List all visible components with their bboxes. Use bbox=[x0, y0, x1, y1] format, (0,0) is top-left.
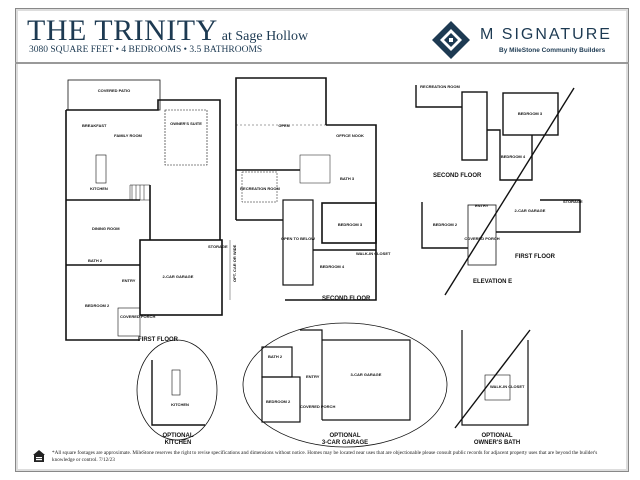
room-label: BEDROOM 2 bbox=[433, 222, 458, 227]
room-label: OWNER'S SUITE bbox=[170, 121, 202, 126]
optional-kitchen-caption: KITCHEN bbox=[165, 440, 192, 446]
room-label: COVERED PATIO bbox=[98, 88, 131, 93]
room-label: KITCHEN bbox=[90, 186, 108, 191]
room-label: OPEN bbox=[278, 123, 289, 128]
room-label: BATH 3 bbox=[340, 176, 355, 181]
optional-garage-plan bbox=[242, 322, 448, 448]
second-floor-caption: SECOND FLOOR bbox=[322, 296, 371, 302]
plan-specs: 3080 SQUARE FEET • 4 BEDROOMS • 3.5 BATH… bbox=[29, 45, 263, 55]
optional-bath-caption: OWNER'S BATH bbox=[474, 440, 520, 446]
elevation-e-plans bbox=[415, 85, 581, 296]
room-label: BEDROOM 3 bbox=[518, 111, 543, 116]
disclaimer: *All square footages are approximate. Mi… bbox=[52, 450, 598, 463]
room-label: BEDROOM 2 bbox=[85, 303, 110, 308]
page-frame bbox=[15, 8, 629, 472]
second-floor-plan bbox=[235, 77, 377, 301]
room-label: 3-CAR GARAGE bbox=[351, 372, 382, 377]
room-label: ENTRY bbox=[306, 374, 320, 379]
room-label: COVERED PORCH bbox=[120, 314, 155, 319]
room-label: COVERED PORCH bbox=[300, 404, 335, 409]
optional-kitchen-caption: OPTIONAL bbox=[163, 433, 194, 439]
optional-bath-plan bbox=[454, 329, 531, 429]
optional-garage-caption: OPTIONAL bbox=[330, 433, 361, 439]
room-label: OPT. CAR OR WIDE bbox=[232, 244, 237, 282]
room-label: ENTRY bbox=[475, 203, 489, 208]
room-label: BEDROOM 4 bbox=[501, 154, 526, 159]
room-label: BEDROOM 3 bbox=[338, 222, 363, 227]
room-label: OFFICE NOOK bbox=[336, 133, 364, 138]
room-label: WALK-IN CLOSET bbox=[356, 251, 391, 256]
plan-name: THE TRINITY bbox=[27, 14, 218, 47]
optional-garage-caption: 3-CAR GARAGE bbox=[322, 440, 368, 446]
header-divider bbox=[15, 62, 629, 64]
room-label: BREAKFAST bbox=[82, 123, 107, 128]
elevation-first-floor-caption: FIRST FLOOR bbox=[515, 254, 556, 260]
room-label: 2-CAR GARAGE bbox=[163, 274, 194, 279]
room-label: BATH 2 bbox=[268, 354, 283, 359]
room-label: FAMILY ROOM bbox=[114, 133, 142, 138]
room-label: BEDROOM 4 bbox=[320, 264, 345, 269]
optional-bath-caption: OPTIONAL bbox=[482, 433, 513, 439]
elevation-e-caption: ELEVATION E bbox=[473, 279, 512, 285]
room-label: BATH 2 bbox=[88, 258, 103, 263]
room-label: COVERED PORCH bbox=[464, 236, 499, 241]
brand-name: M SIGNATURE bbox=[480, 26, 612, 43]
room-label: ENTRY bbox=[122, 278, 136, 283]
optional-kitchen-plan bbox=[136, 339, 218, 441]
room-label: OPEN TO BELOW bbox=[281, 236, 315, 241]
brand-tagline: By MileStone Community Builders bbox=[499, 47, 606, 54]
room-label: STORAGE bbox=[208, 244, 228, 249]
first-floor-plan bbox=[65, 79, 231, 341]
community-name: at Sage Hollow bbox=[221, 29, 309, 44]
room-label: RECREATION ROOM bbox=[240, 186, 280, 191]
room-label: STORAGE bbox=[563, 199, 583, 204]
room-label: BEDROOM 2 bbox=[266, 399, 291, 404]
room-label: WALK-IN CLOSET bbox=[490, 384, 525, 389]
room-label: 2-CAR GARAGE bbox=[515, 208, 546, 213]
equal-housing-icon bbox=[33, 450, 45, 462]
brand-logo-icon bbox=[432, 21, 470, 59]
elevation-second-floor-caption: SECOND FLOOR bbox=[433, 173, 482, 179]
room-label: KITCHEN bbox=[171, 402, 189, 407]
room-label: RECREATION ROOM bbox=[420, 84, 460, 89]
room-label: DINING ROOM bbox=[92, 226, 120, 231]
first-floor-caption: FIRST FLOOR bbox=[138, 337, 179, 343]
